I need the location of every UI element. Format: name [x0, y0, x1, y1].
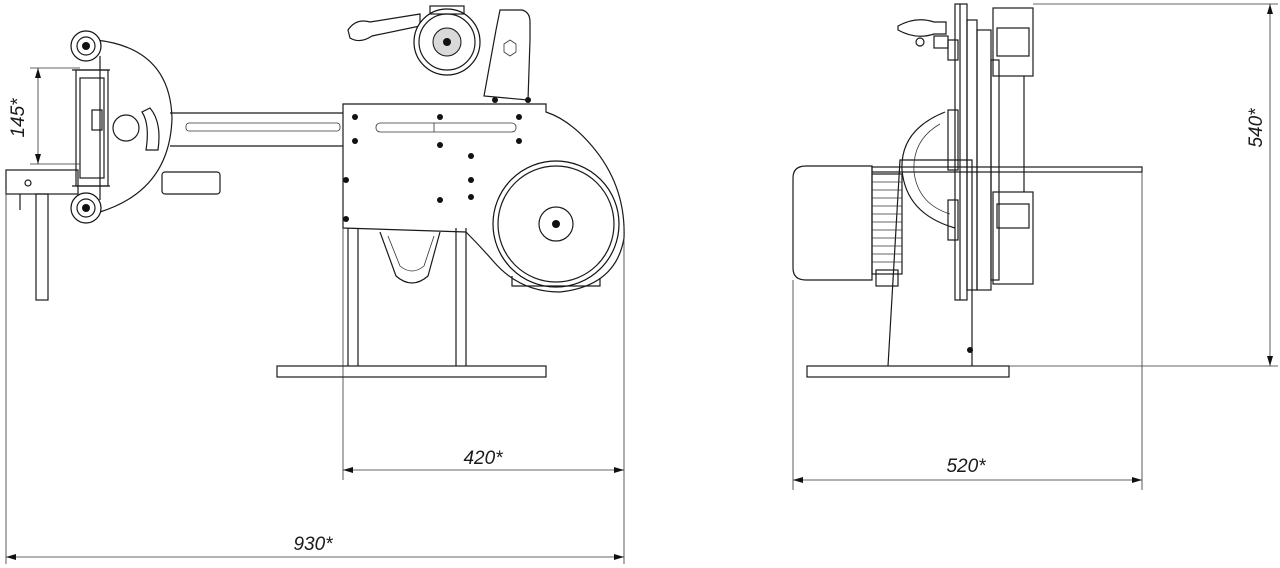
side-contact-wheel — [492, 160, 620, 288]
front-stand — [887, 159, 973, 367]
side-head-frame — [72, 69, 110, 187]
side-v-support — [379, 231, 441, 284]
side-top-pulley — [413, 5, 481, 76]
side-view — [5, 5, 625, 378]
side-bolts — [343, 97, 531, 222]
dim-145-label: 145* — [8, 98, 29, 138]
front-tension-knob — [897, 19, 949, 49]
dimension-lines — [5, 3, 1278, 564]
side-legs — [347, 228, 467, 366]
side-main-plate — [342, 103, 625, 293]
side-arm-bar — [161, 112, 343, 195]
side-tension-lever — [347, 13, 421, 42]
front-table — [871, 166, 1143, 173]
dim-420-label: 420* — [463, 448, 503, 469]
dim-540-label: 540* — [1246, 108, 1267, 148]
front-motor — [792, 165, 903, 287]
side-base-plate — [276, 365, 547, 378]
side-work-rest — [5, 169, 79, 301]
dim-930-label: 930* — [293, 534, 333, 555]
side-top-idler — [70, 30, 102, 62]
front-view — [792, 3, 1143, 378]
side-upper-arm — [483, 9, 531, 101]
side-disc-head — [95, 39, 173, 213]
dim-520-label: 520* — [946, 456, 986, 477]
front-column — [947, 3, 1000, 301]
front-base-plate — [806, 365, 1010, 378]
front-disc-arc — [901, 111, 956, 229]
side-bottom-idler — [70, 192, 102, 224]
front-belt-housing — [992, 7, 1034, 285]
